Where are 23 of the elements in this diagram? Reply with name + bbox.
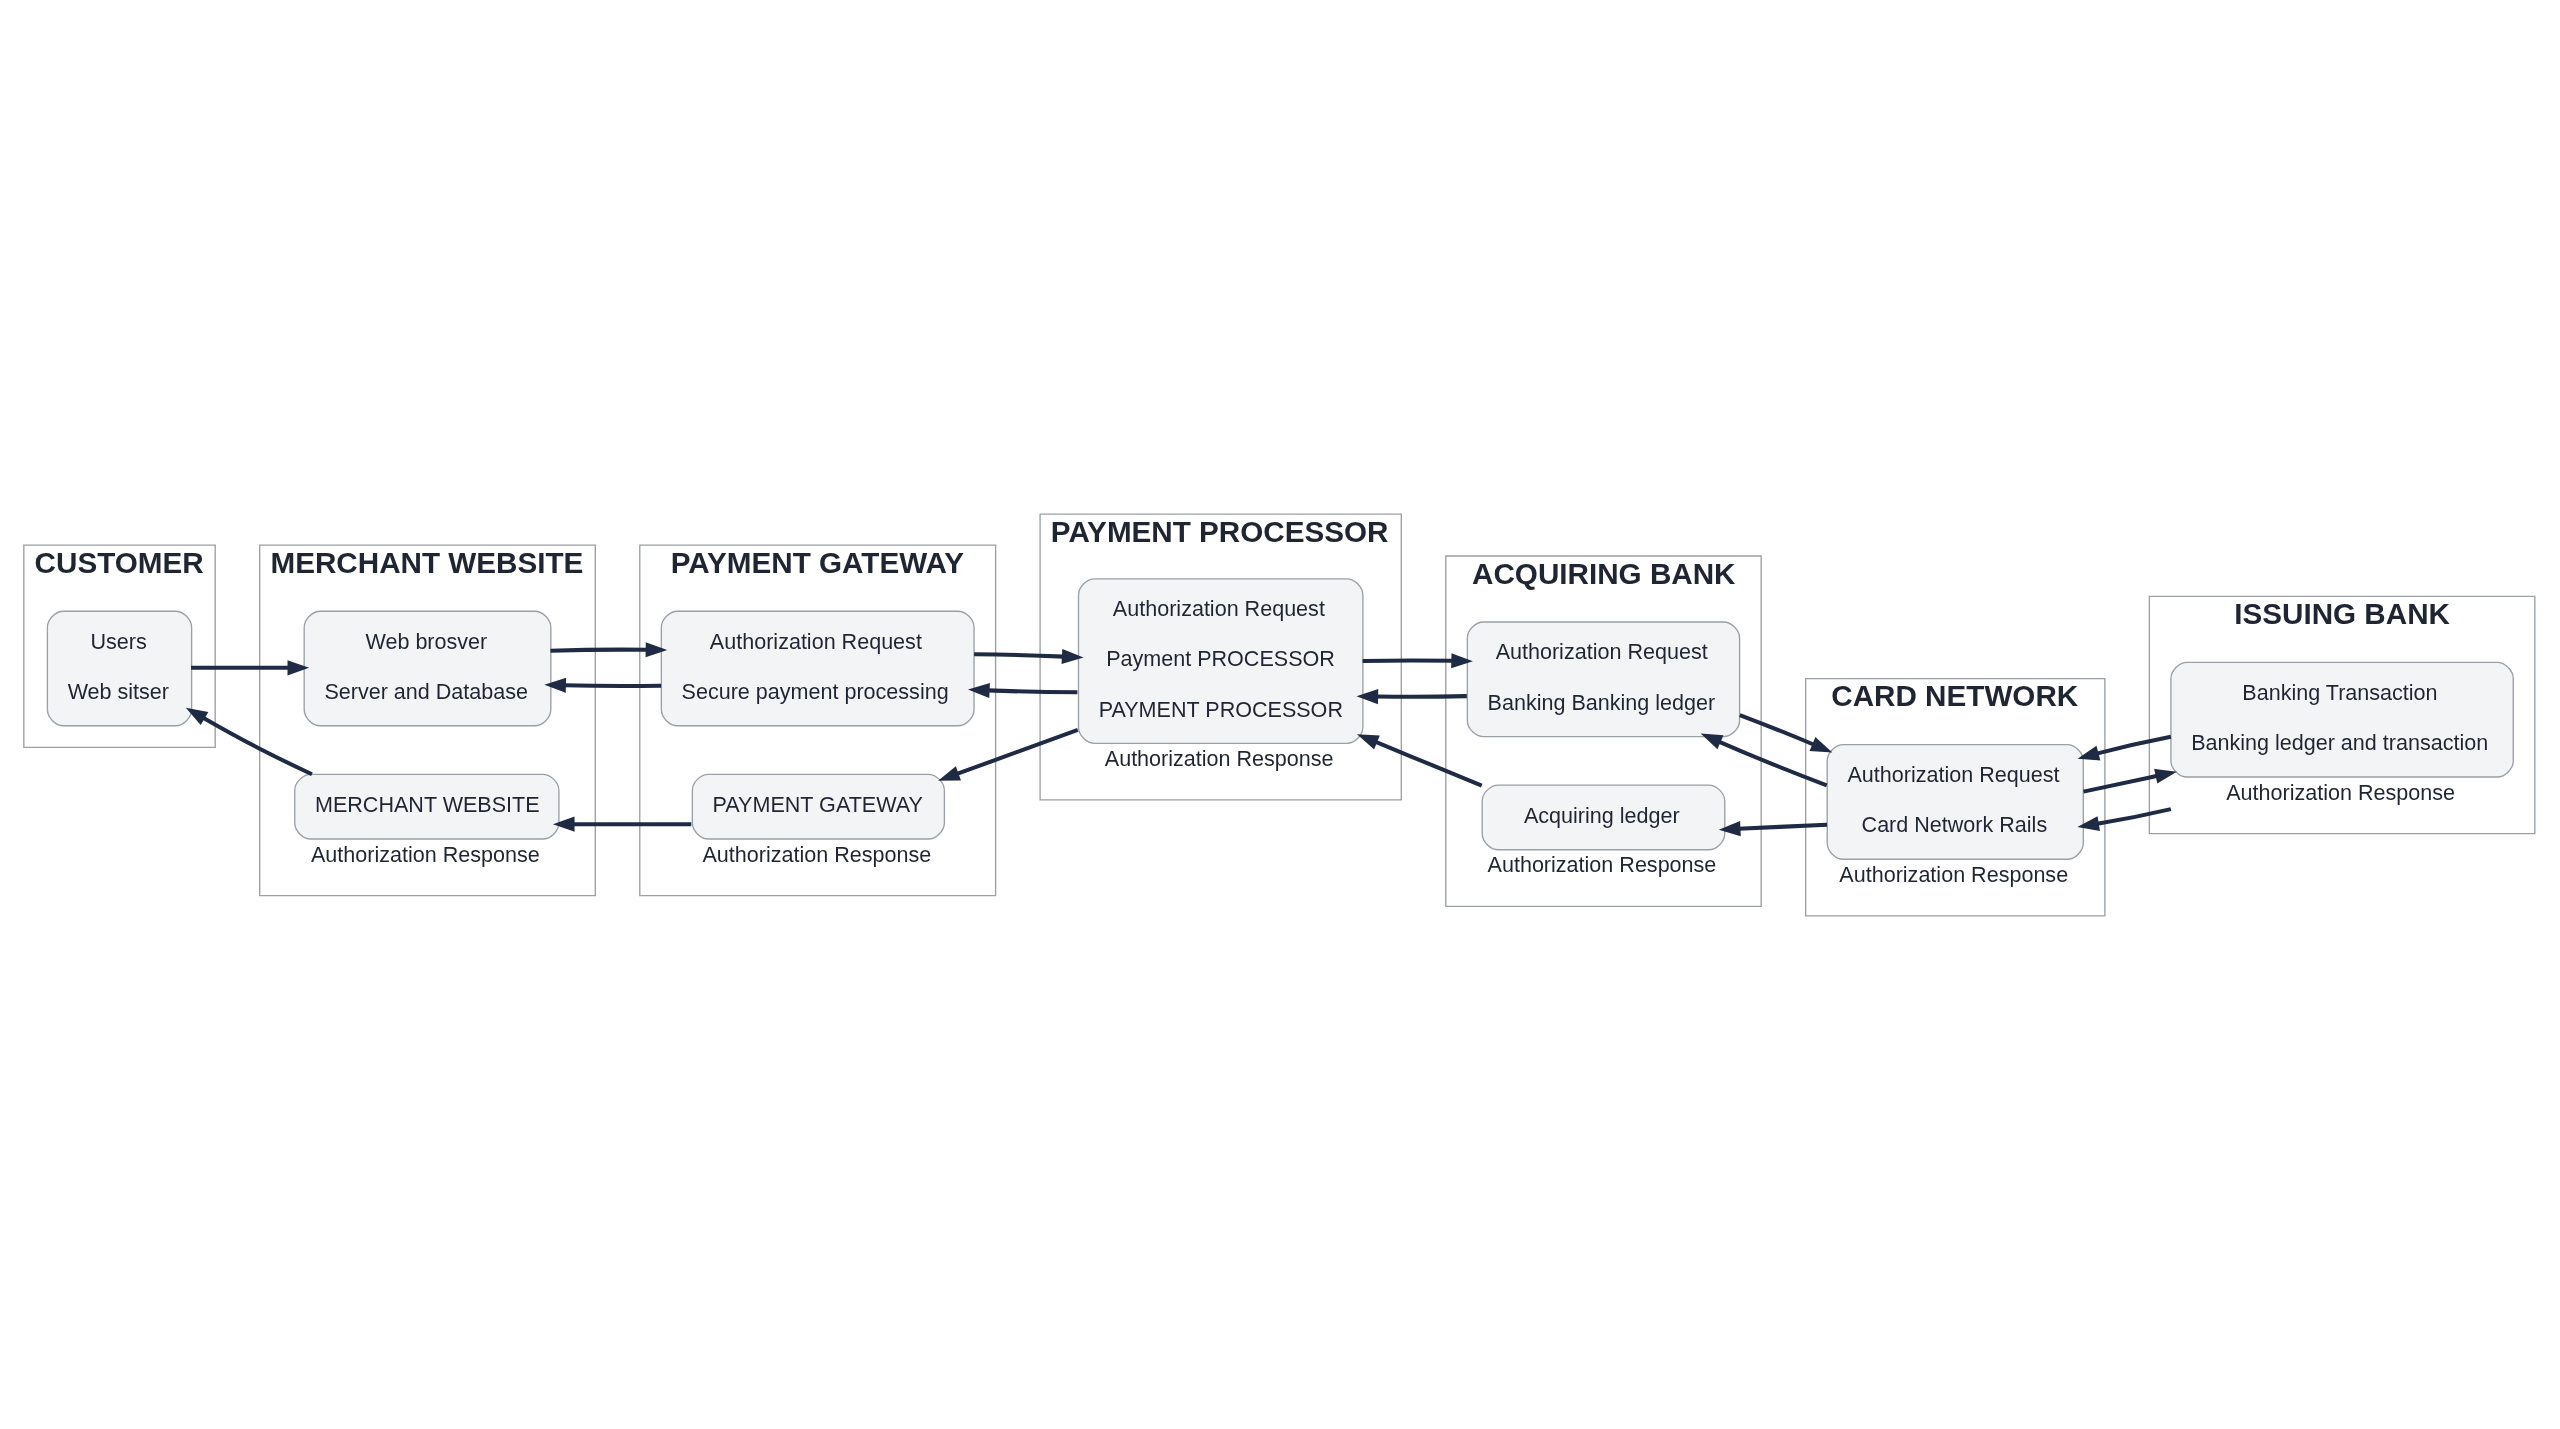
node-label: Authorization Response [1839, 861, 2069, 887]
node-label: Authorization Response [1104, 745, 1334, 771]
arrow [974, 648, 1084, 664]
arrow [185, 707, 313, 776]
arrow [1356, 733, 1483, 787]
arrow [550, 641, 668, 657]
arrow [2077, 734, 2172, 760]
node-label: Authorization Response [310, 841, 540, 867]
arrow [2077, 806, 2172, 831]
arrow [1739, 712, 1833, 753]
arrow [191, 659, 310, 675]
node-label: Authorization Response [2226, 779, 2455, 805]
arrow [968, 682, 1078, 698]
arrow [938, 727, 1079, 781]
arrow [2083, 768, 2177, 794]
arrow [544, 677, 662, 693]
node-label: Authorization Response [1487, 851, 1717, 877]
arrow [1356, 688, 1467, 704]
arrow [1718, 820, 1828, 836]
node-label: Authorization Response [702, 841, 932, 867]
arrow [552, 816, 692, 832]
arrow [1362, 652, 1473, 668]
arrow [1700, 733, 1828, 787]
